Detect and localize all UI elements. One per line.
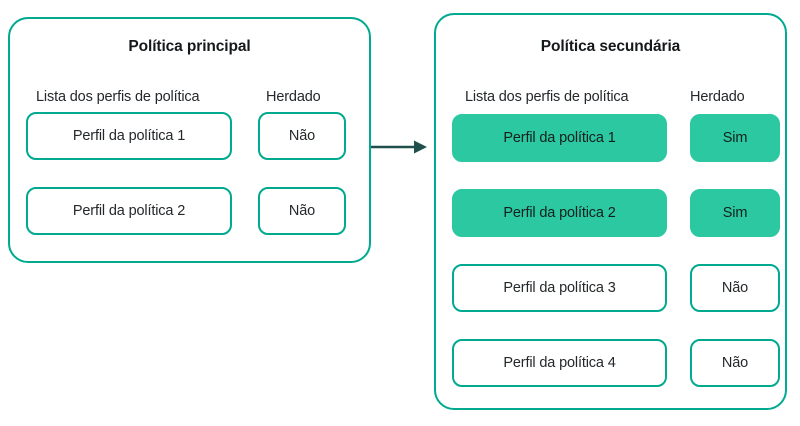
inherited-cell[interactable]: Sim (690, 189, 780, 237)
inherited-cell[interactable]: Não (258, 112, 346, 160)
column-header-inherited-secondary: Herdado (690, 89, 745, 105)
panel-secondary-title: Política secundária (540, 38, 681, 55)
profile-cell[interactable]: Perfil da política 1 (452, 114, 667, 162)
panel-primary-title: Política principal (128, 38, 251, 55)
inherited-cell[interactable]: Sim (690, 114, 780, 162)
panel-secondary-policy: Política secundária Lista dos perfis de … (434, 13, 787, 410)
profile-cell[interactable]: Perfil da política 3 (452, 264, 667, 312)
profile-cell[interactable]: Perfil da política 2 (26, 187, 232, 235)
inheritance-arrow-icon (371, 140, 427, 154)
panel-primary-policy: Política principal Lista dos perfis de p… (8, 17, 371, 263)
profile-cell[interactable]: Perfil da política 1 (26, 112, 232, 160)
inherited-cell[interactable]: Não (258, 187, 346, 235)
column-header-inherited-primary: Herdado (266, 89, 321, 105)
column-header-profiles-primary: Lista dos perfis de política (36, 89, 200, 105)
inherited-cell[interactable]: Não (690, 339, 780, 387)
profile-cell[interactable]: Perfil da política 4 (452, 339, 667, 387)
column-header-profiles-secondary: Lista dos perfis de política (465, 89, 629, 105)
profile-cell[interactable]: Perfil da política 2 (452, 189, 667, 237)
inherited-cell[interactable]: Não (690, 264, 780, 312)
